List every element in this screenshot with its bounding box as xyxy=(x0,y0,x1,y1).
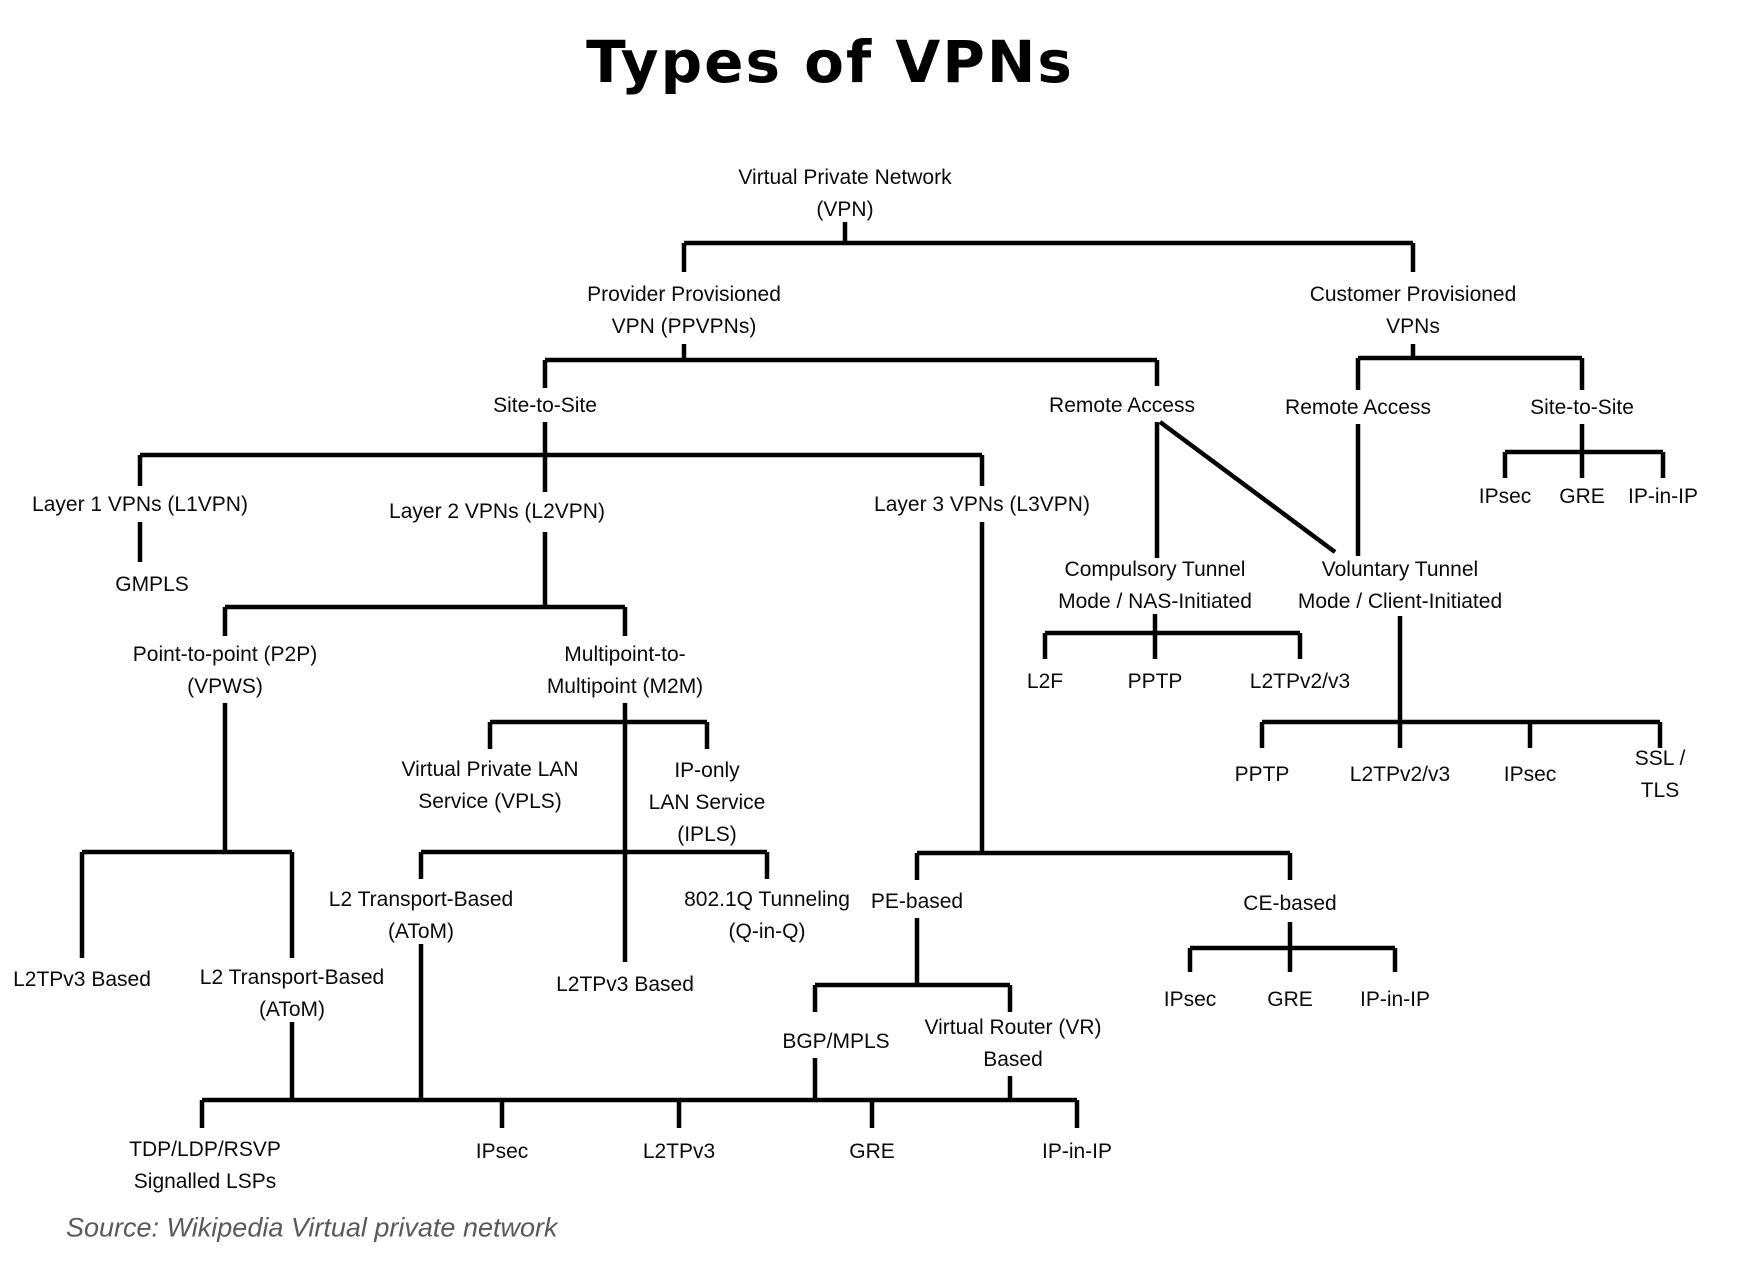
node-vr-based: Virtual Router (VR) Based xyxy=(924,1016,1102,1071)
node-ipsec-ce: IPsec xyxy=(1163,988,1217,1011)
node-ip-in-ip-ce: IP-in-IP xyxy=(1359,988,1431,1011)
node-ipsec-voluntary: IPsec xyxy=(1503,763,1557,786)
node-pptp-voluntary: PPTP xyxy=(1234,763,1290,786)
node-ipsec-customer-s2s: IPsec xyxy=(1478,485,1532,508)
node-vpn: Virtual Private Network (VPN) xyxy=(738,166,952,221)
node-l2tpv3-bottom: L2TPv3 xyxy=(642,1140,716,1163)
node-l2tpv2v3-voluntary: L2TPv2/v3 xyxy=(1349,763,1451,786)
node-layer2-vpns: Layer 2 VPNs (L2VPN) xyxy=(389,500,605,523)
node-l2-transport-atom-left: L2 Transport-Based (AToM) xyxy=(199,966,385,1021)
node-layer3-vpns: Layer 3 VPNs (L3VPN) xyxy=(874,493,1090,516)
node-ip-in-ip-customer-s2s: IP-in-IP xyxy=(1627,485,1699,508)
node-pe-based: PE-based xyxy=(870,890,964,913)
source-note: Source: Wikipedia Virtual private networ… xyxy=(66,1212,558,1243)
node-layer1-vpns: Layer 1 VPNs (L1VPN) xyxy=(32,493,248,516)
node-multipoint: Multipoint-to- Multipoint (M2M) xyxy=(546,643,704,698)
node-customer-provisioned: Customer Provisioned VPNs xyxy=(1309,283,1517,338)
node-l2tpv3-based-left: L2TPv3 Based xyxy=(13,968,151,991)
node-gre-customer-s2s: GRE xyxy=(1559,485,1605,508)
node-qinq: 802.1Q Tunneling (Q-in-Q) xyxy=(684,888,850,943)
node-bgp-mpls: BGP/MPLS xyxy=(782,1030,890,1053)
node-point-to-point: Point-to-point (P2P) (VPWS) xyxy=(132,643,318,698)
node-gre-ce: GRE xyxy=(1267,988,1313,1011)
node-remote-access-provider: Remote Access xyxy=(1049,394,1195,417)
node-tdp-ldp-rsvp: TDP/LDP/RSVP Signalled LSPs xyxy=(129,1138,281,1193)
node-site-to-site-customer: Site-to-Site xyxy=(1530,396,1634,419)
node-ipls: IP-only LAN Service (IPLS) xyxy=(648,759,766,846)
node-gre-bottom: GRE xyxy=(849,1140,895,1163)
page-title: Types of VPNs xyxy=(586,28,1074,96)
node-ce-based: CE-based xyxy=(1243,892,1337,915)
node-compulsory-tunnel: Compulsory Tunnel Mode / NAS-Initiated xyxy=(1058,558,1252,613)
node-pptp-compulsory: PPTP xyxy=(1127,670,1183,693)
node-gmpls: GMPLS xyxy=(115,573,189,596)
node-voluntary-tunnel: Voluntary Tunnel Mode / Client-Initiated xyxy=(1297,558,1503,613)
node-site-to-site-provider: Site-to-Site xyxy=(493,394,597,417)
node-provider-provisioned: Provider Provisioned VPN (PPVPNs) xyxy=(587,283,781,338)
node-l2-transport-atom-mid: L2 Transport-Based (AToM) xyxy=(328,888,514,943)
node-vpls: Virtual Private LAN Service (VPLS) xyxy=(401,758,579,813)
node-ip-in-ip-bottom: IP-in-IP xyxy=(1041,1140,1113,1163)
node-l2tpv3-based-mid: L2TPv3 Based xyxy=(556,973,694,996)
connector-line xyxy=(1158,420,1337,554)
node-l2f: L2F xyxy=(1026,670,1064,693)
node-ipsec-bottom: IPsec xyxy=(475,1140,529,1163)
node-ssl-tls: SSL / TLS xyxy=(1634,747,1686,802)
node-l2tpv2v3-compulsory: L2TPv2/v3 xyxy=(1249,670,1351,693)
node-remote-access-customer: Remote Access xyxy=(1285,396,1431,419)
